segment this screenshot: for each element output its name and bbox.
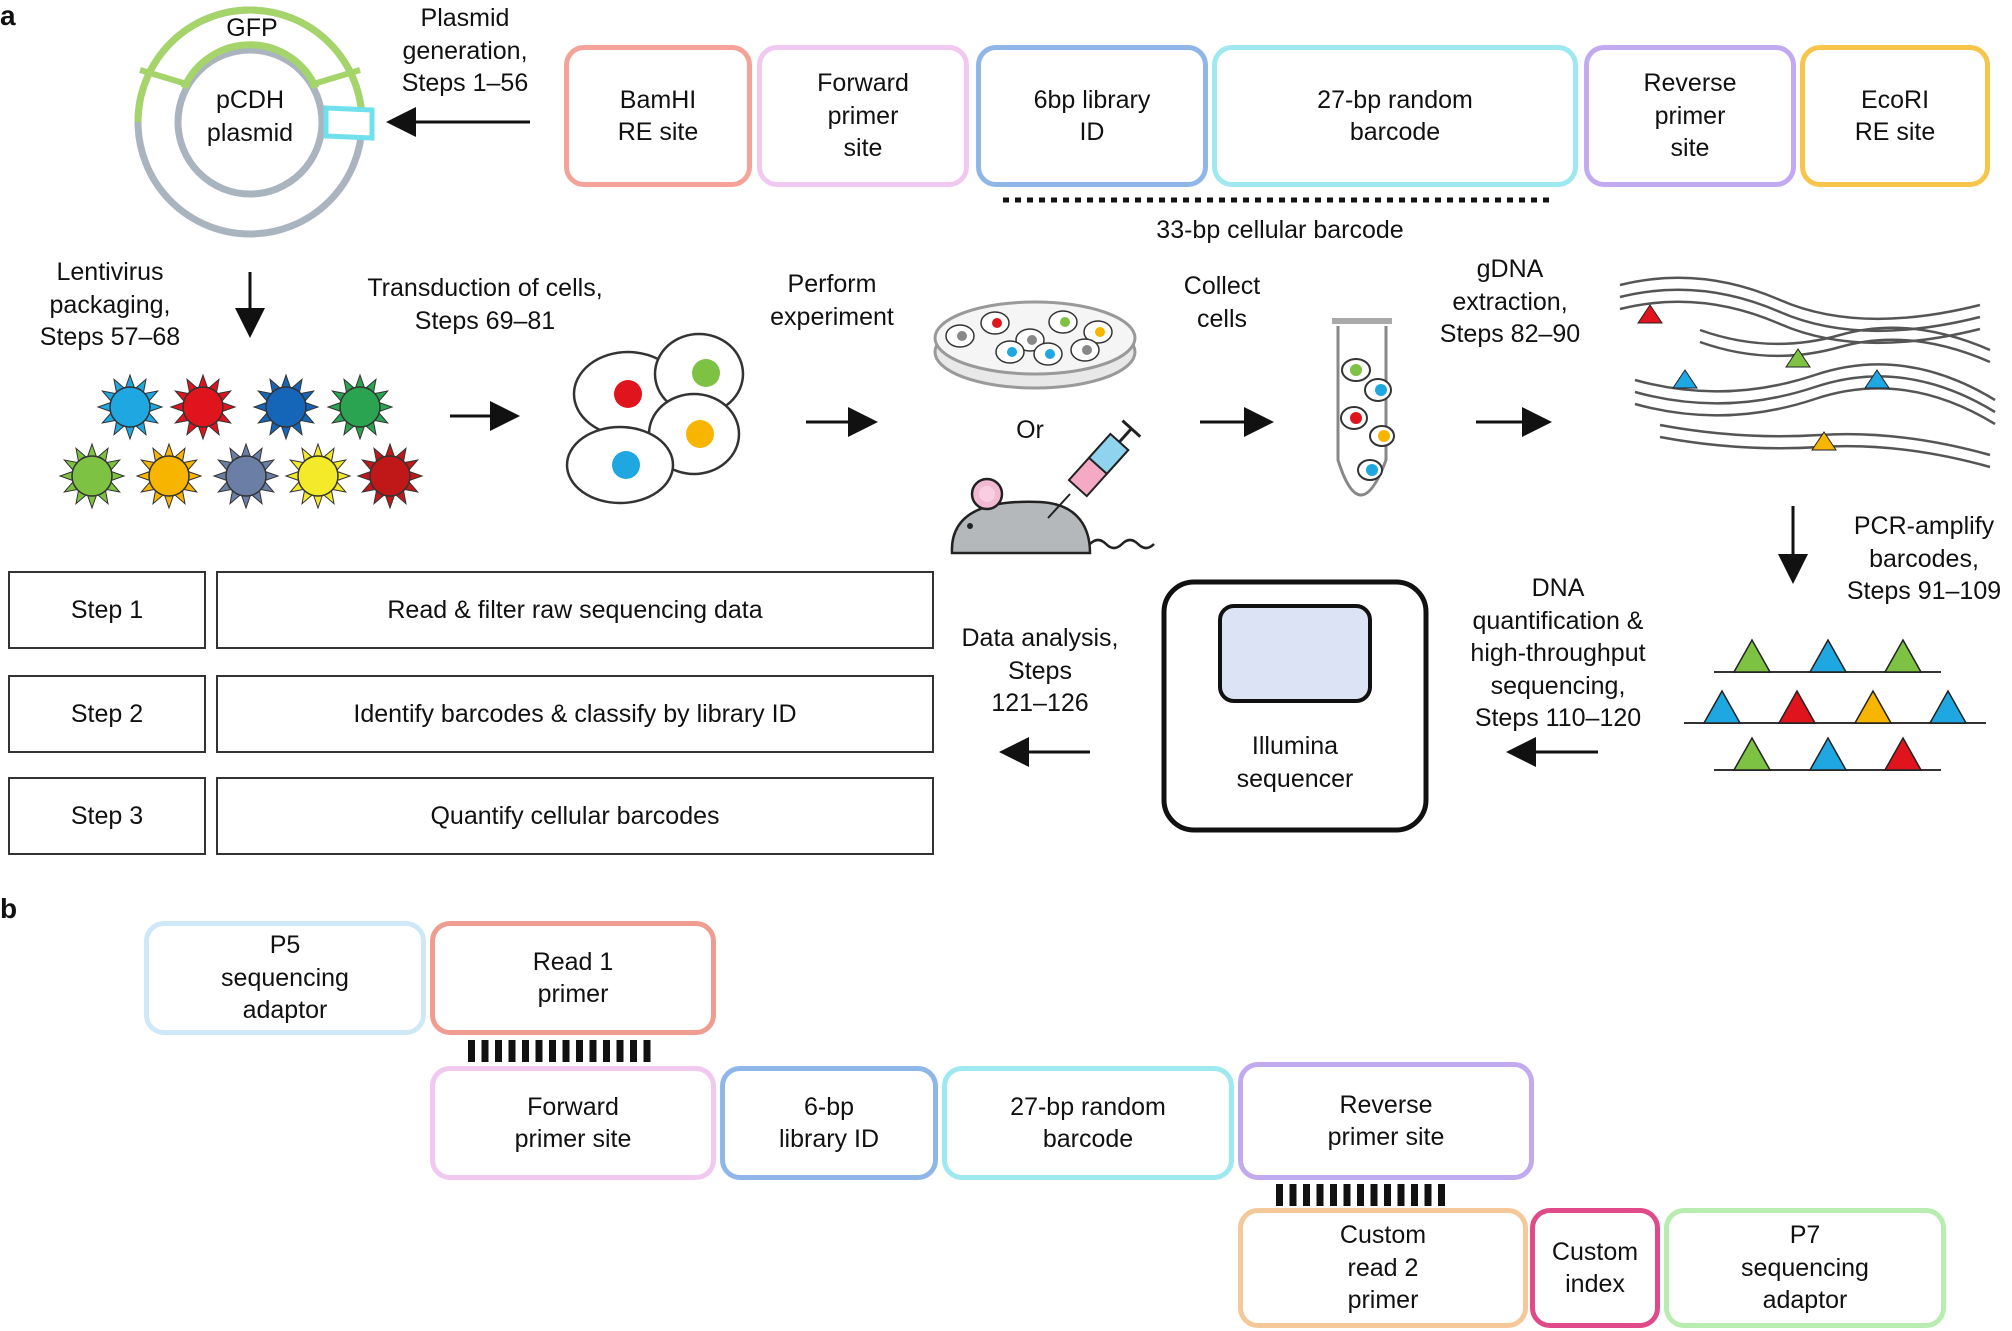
amplicon: [1853, 689, 1893, 724]
syringe-icon: [1047, 419, 1142, 519]
amplicon: [1883, 638, 1923, 673]
insert-site: [323, 105, 375, 141]
gdna-strands: [1619, 276, 1996, 469]
forward-primer-box: Forward primer site: [430, 1066, 716, 1180]
virus-particle: [169, 373, 237, 441]
petri-dish-icon: [933, 300, 1137, 390]
construct-segment-2: 6bp library ID: [976, 45, 1208, 187]
lentivirus-label: Lentivirus packaging, Steps 57–68: [39, 258, 181, 351]
custom-index-box: Custom index: [1530, 1208, 1660, 1328]
step-3-label: Step 3: [8, 777, 206, 855]
custom-read2-primer-box: Custom read 2 primer: [1238, 1208, 1528, 1328]
illumina-sequencer-icon: [1161, 579, 1429, 833]
amplicon: [1808, 736, 1848, 771]
dna-quantification-label: DNA quantification & high-throughput seq…: [1470, 574, 1646, 732]
amplicon: [1808, 638, 1848, 673]
step-2-description: Identify barcodes & classify by library …: [216, 675, 934, 753]
p5-adaptor-box: P5 sequencing adaptor: [144, 921, 426, 1035]
virus-particle: [212, 442, 280, 510]
virus-particle: [356, 442, 424, 510]
gdna-barcode-markers: [1637, 304, 1890, 451]
plasmid-diagram: [134, 6, 375, 238]
amplicon: [1883, 736, 1923, 771]
library-id-box: 6-bp library ID: [720, 1066, 938, 1180]
flow-arrows: [235, 107, 1808, 767]
amplicon: [1732, 638, 1772, 673]
construct-segment-4: Reverse primer site: [1584, 45, 1796, 187]
virus-particle: [96, 373, 164, 441]
perform-experiment-label: Perform experiment: [770, 270, 894, 331]
transduction-label: Transduction of cells, Steps 69–81: [367, 274, 603, 335]
step-1-label: Step 1: [8, 571, 206, 649]
step-2-label: Step 2: [8, 675, 206, 753]
virus-particle: [326, 373, 394, 441]
virus-particle: [252, 373, 320, 441]
plasmid-name: pCDH plasmid: [206, 86, 294, 147]
cellular-barcode-label: 33-bp cellular barcode: [1156, 216, 1404, 244]
virus-particle: [58, 442, 126, 510]
reverse-primer-box: Reverse primer site: [1238, 1062, 1534, 1180]
step-1-description: Read & filter raw sequencing data: [216, 571, 934, 649]
amplicon: [1732, 736, 1772, 771]
read1-primer-box: Read 1 primer: [430, 921, 716, 1035]
data-analysis-label: Data analysis, Steps 121–126: [961, 624, 1119, 717]
read2-binding-bars: [1276, 1184, 1445, 1206]
sample-tube-icon: [1332, 318, 1395, 497]
amplicon: [1702, 689, 1742, 724]
pcr-amplify-label: PCR-amplify barcodes, Steps 91–109: [1846, 512, 2002, 605]
transduced-cells: [565, 332, 745, 505]
construct-segment-5: EcoRI RE site: [1800, 45, 1990, 187]
plasmid-generation-label: Plasmid generation, Steps 1–56: [401, 4, 529, 97]
amplicon: [1928, 689, 1968, 724]
p7-adaptor-box: P7 sequencing adaptor: [1664, 1208, 1946, 1328]
or-label: Or: [1016, 416, 1044, 444]
panel-a-letter: a: [0, 0, 16, 31]
construct-segment-1: Forward primer site: [757, 45, 969, 187]
sequencer-label: Illumina sequencer: [1236, 732, 1354, 793]
gfp-label: GFP: [226, 14, 278, 42]
construct-segment-0: BamHI RE site: [564, 45, 752, 187]
read1-binding-bars: [468, 1040, 651, 1062]
virus-particle: [284, 442, 352, 510]
construct-segment-3: 27-bp random barcode: [1212, 45, 1578, 187]
amplicon: [1777, 689, 1817, 724]
gdna-extraction-label: gDNA extraction, Steps 82–90: [1439, 255, 1581, 348]
step-3-description: Quantify cellular barcodes: [216, 777, 934, 855]
panel-b-letter: b: [0, 893, 18, 924]
mouse-icon: [950, 477, 1155, 555]
collect-cells-label: Collect cells: [1183, 272, 1261, 333]
random-barcode-box: 27-bp random barcode: [942, 1066, 1234, 1180]
virus-particles: [58, 373, 424, 510]
pcr-amplicons: [1684, 638, 1986, 771]
virus-particle: [135, 442, 203, 510]
